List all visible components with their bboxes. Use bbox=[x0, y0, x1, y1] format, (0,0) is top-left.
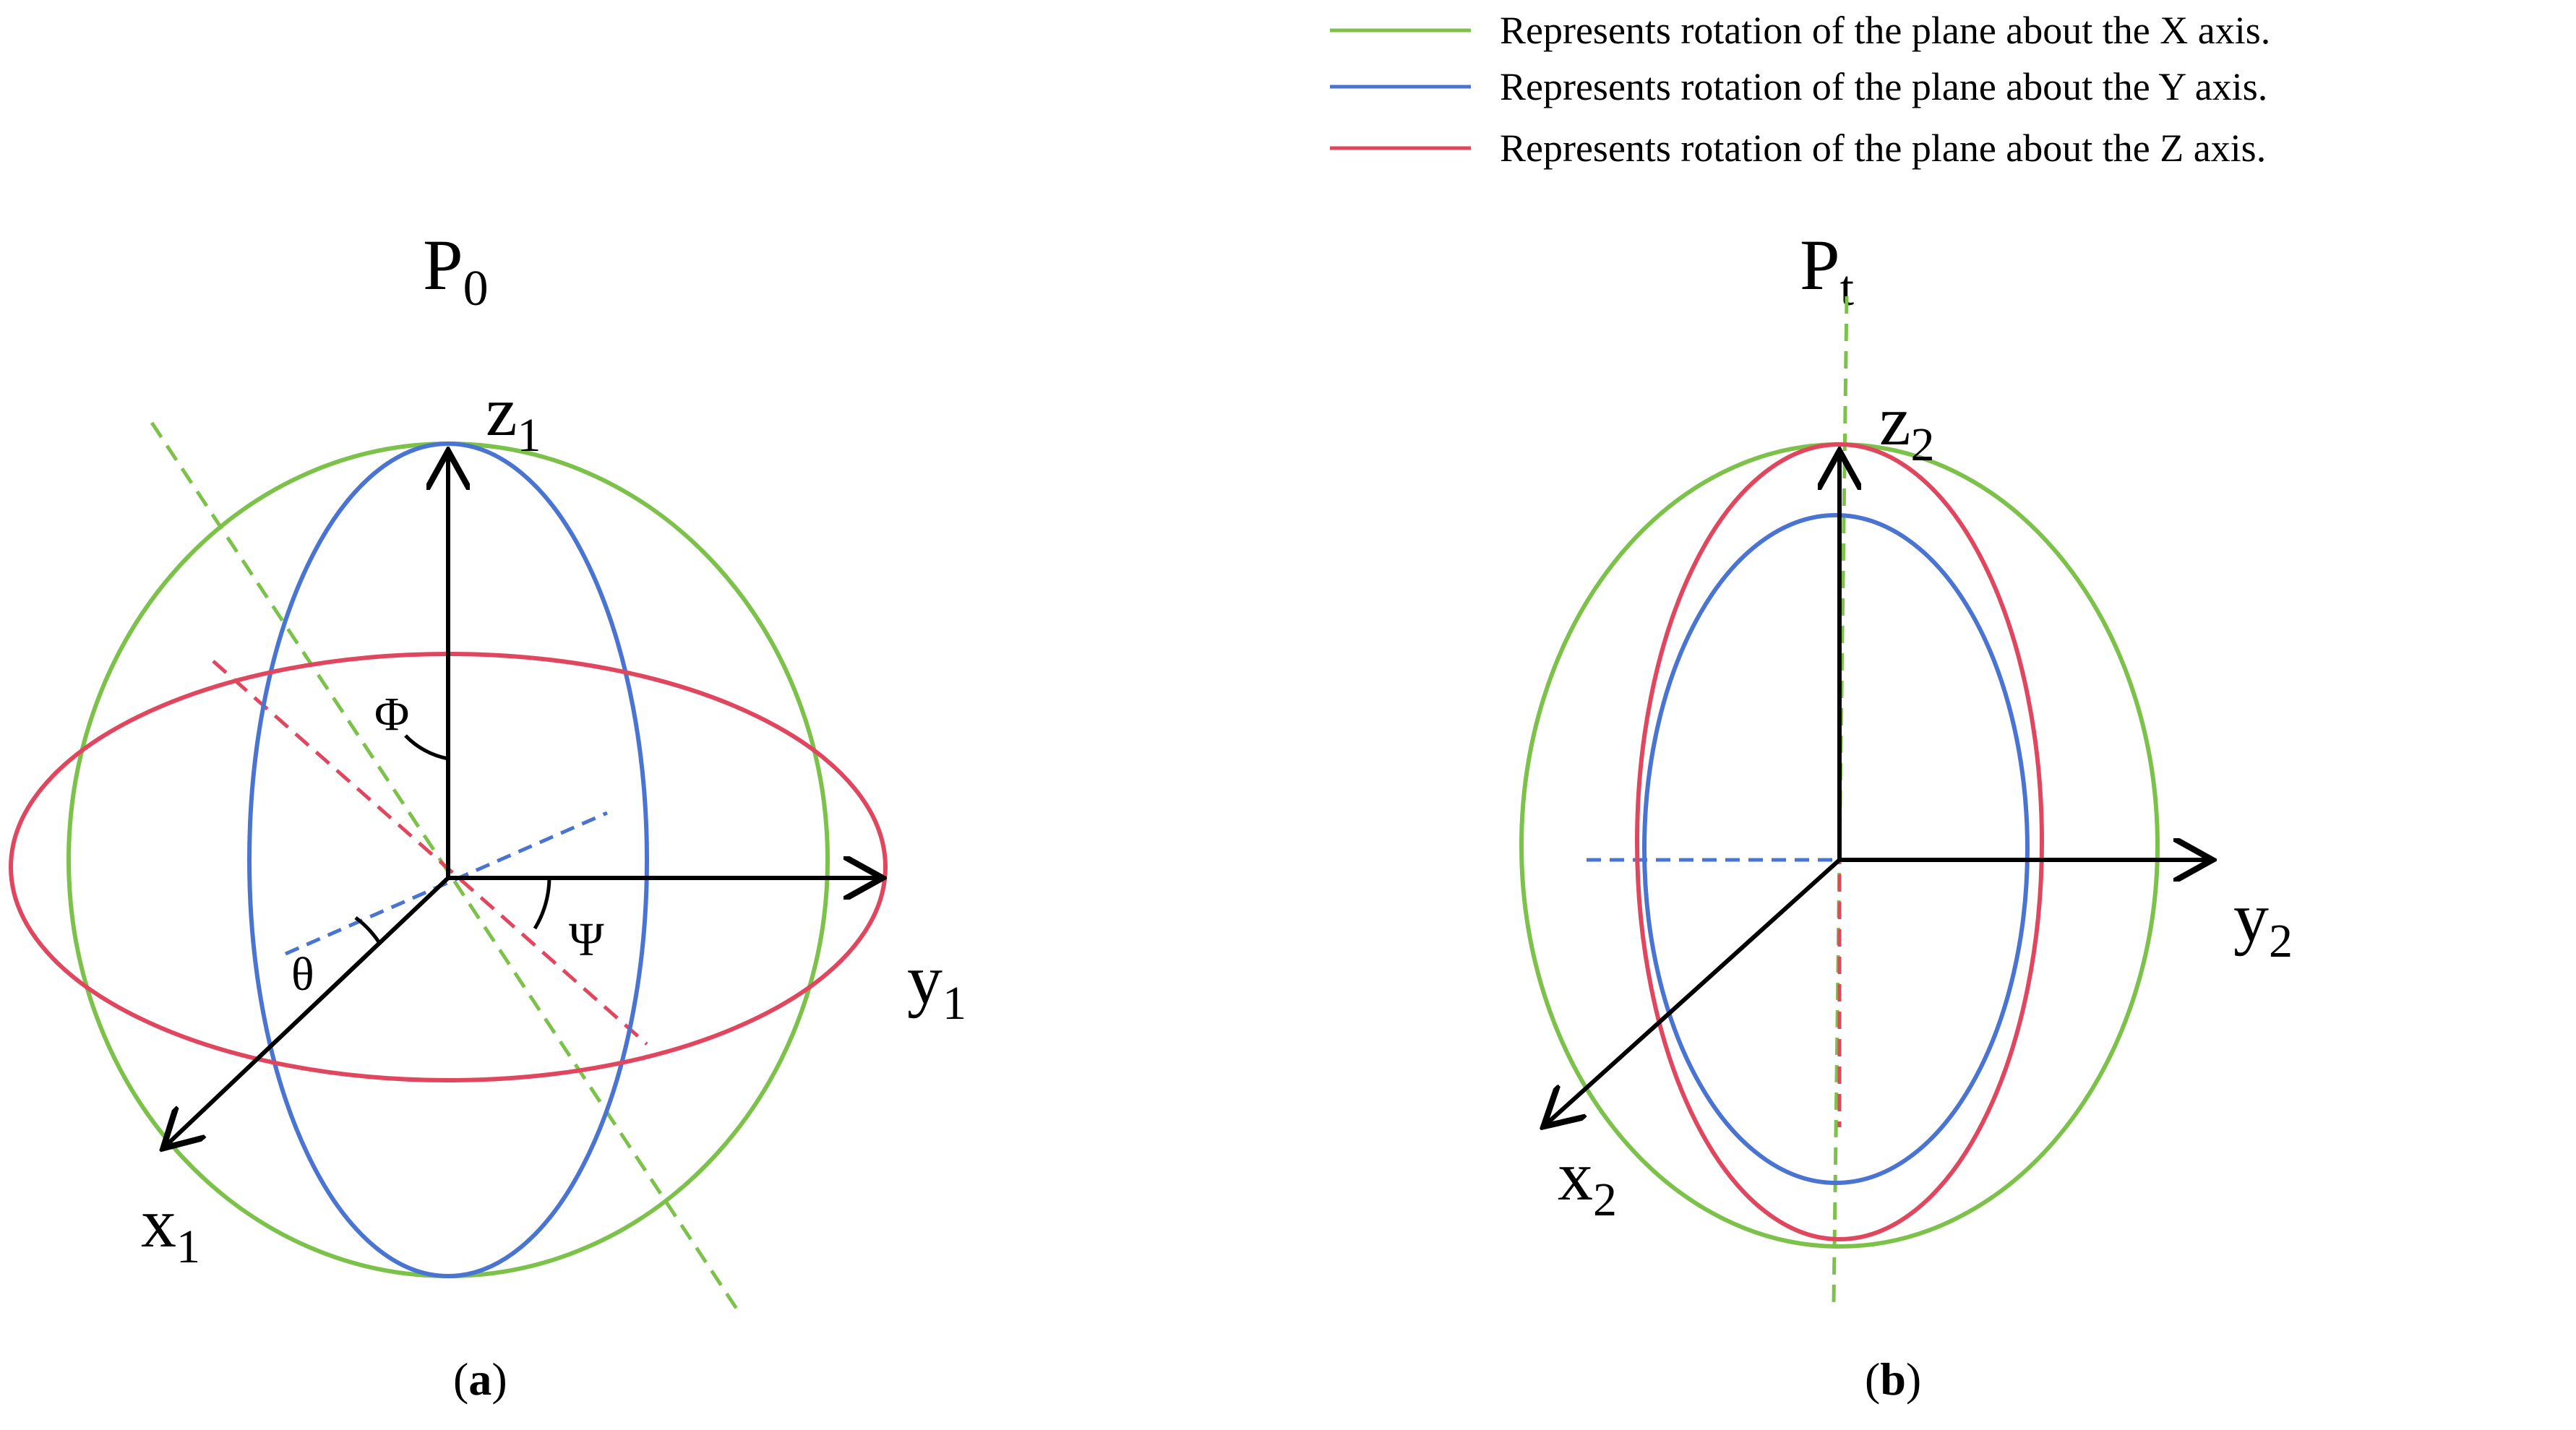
x1-axis-arrow bbox=[166, 876, 450, 1145]
x1-axis-label-main: x bbox=[141, 1184, 176, 1262]
phi-angle-arc bbox=[404, 734, 449, 761]
z1-axis-label-main: z bbox=[486, 373, 518, 451]
x1-axis-label: x1 bbox=[141, 1184, 200, 1273]
legend-label-x: Represents rotation of the plane about t… bbox=[1500, 9, 2270, 52]
y1-axis-label-main: y bbox=[907, 941, 943, 1019]
z-rotation-dashed-line-a bbox=[212, 660, 648, 1046]
z1-axis-label: z1 bbox=[486, 373, 541, 462]
legend-label-y: Represents rotation of the plane about t… bbox=[1500, 65, 2267, 108]
y2-axis-label-sub: 2 bbox=[2269, 915, 2293, 968]
x2-axis-label-sub: 2 bbox=[1593, 1173, 1617, 1226]
legend-item-z: Represents rotation of the plane about t… bbox=[1330, 126, 2266, 170]
panel-b-title-sub: t bbox=[1840, 261, 1855, 316]
psi-angle-label: Ψ bbox=[569, 913, 604, 966]
y1-axis-label-sub: 1 bbox=[943, 977, 966, 1030]
panel-b-caption-open: ( bbox=[1865, 1353, 1880, 1405]
panel-a-caption-close: ) bbox=[491, 1353, 507, 1405]
y-rotation-ellipse-b bbox=[1642, 513, 2030, 1185]
panel-a-caption-open: ( bbox=[453, 1353, 468, 1405]
legend-label-z: Represents rotation of the plane about t… bbox=[1500, 126, 2266, 170]
legend-item-y: Represents rotation of the plane about t… bbox=[1330, 65, 2267, 108]
panel-b-caption-letter: b bbox=[1880, 1353, 1906, 1405]
panel-b-caption-close: ) bbox=[1906, 1353, 1921, 1405]
y-rotation-dashed-line-a bbox=[284, 811, 609, 956]
panel-b: Pt z2 y2 x2 (b) bbox=[1519, 225, 2293, 1405]
panel-a-title-main: P bbox=[423, 225, 463, 305]
legend: Represents rotation of the plane about t… bbox=[1330, 9, 2270, 170]
x2-axis-label-main: x bbox=[1558, 1137, 1593, 1215]
theta-angle-label: θ bbox=[291, 948, 314, 1001]
psi-angle-arc bbox=[533, 877, 551, 930]
panel-a-caption-letter: a bbox=[468, 1353, 491, 1405]
x2-axis-arrow bbox=[1547, 858, 1842, 1124]
y2-axis-label-main: y bbox=[2233, 879, 2269, 957]
y2-axis-label: y2 bbox=[2233, 879, 2293, 968]
y1-axis-label: y1 bbox=[907, 941, 966, 1030]
legend-item-x: Represents rotation of the plane about t… bbox=[1330, 9, 2270, 52]
x2-axis-label: x2 bbox=[1558, 1137, 1617, 1226]
z1-axis-label-sub: 1 bbox=[518, 409, 541, 462]
panel-a-title: P0 bbox=[423, 225, 489, 316]
y-rotation-ellipse-a bbox=[247, 442, 649, 1278]
panel-b-title: Pt bbox=[1800, 225, 1855, 316]
x1-axis-label-sub: 1 bbox=[176, 1220, 200, 1273]
z2-axis-label-main: z bbox=[1879, 382, 1911, 460]
panel-b-caption: (b) bbox=[1865, 1353, 1921, 1405]
z2-axis-label-sub: 2 bbox=[1911, 418, 1935, 471]
z-rotation-ellipse-b bbox=[1635, 442, 2044, 1241]
panel-a-title-sub: 0 bbox=[463, 261, 489, 316]
phi-angle-label: Φ bbox=[374, 688, 409, 741]
panel-a-caption: (a) bbox=[453, 1353, 507, 1405]
panel-b-title-main: P bbox=[1800, 225, 1840, 305]
theta-angle-arc bbox=[354, 916, 382, 944]
z2-axis-label: z2 bbox=[1879, 382, 1935, 471]
panel-a: P0 z1 y1 x1 Φ Ψ θ (a) bbox=[9, 225, 966, 1405]
